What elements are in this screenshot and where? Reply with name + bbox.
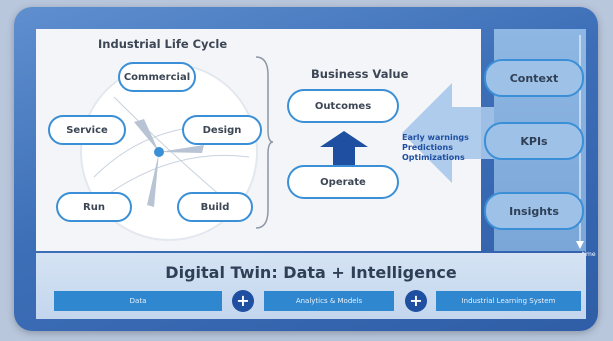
digital-twin-band: Digital Twin: Data + Intelligence Data +… (36, 253, 586, 319)
up-arrow-icon (320, 131, 368, 165)
insights-box: Insights (484, 192, 584, 230)
data-bar: Data (54, 291, 222, 311)
stage-service: Service (48, 115, 126, 145)
outcomes-label: Outcomes (314, 100, 372, 112)
context-box: Context (484, 59, 584, 97)
learning-system-bar: Industrial Learning System (436, 291, 581, 311)
bracket (255, 56, 274, 229)
signal-predictions: Predictions (402, 143, 453, 152)
context-label: Context (509, 71, 559, 85)
signal-optimizations: Optimizations (402, 153, 465, 162)
stage-label: Commercial (123, 71, 191, 83)
digital-twin-title: Digital Twin: Data + Intelligence (165, 263, 457, 282)
operate-box: Operate (287, 165, 399, 199)
business-value-title: Business Value (311, 67, 409, 81)
stage-label: Build (200, 201, 230, 213)
plus-icon: + (405, 290, 427, 312)
stage-commercial: Commercial (118, 62, 196, 92)
signals-list: Early warnings Predictions Optimizations (402, 133, 469, 163)
analytics-bar: Analytics & Models (264, 291, 394, 311)
stage-label: Service (66, 124, 108, 136)
plus-symbol: + (236, 291, 250, 310)
stage-build: Build (177, 192, 253, 222)
learning-system-label: Industrial Learning System (461, 297, 556, 305)
time-label: time (582, 251, 596, 258)
feedback-arrow (402, 83, 502, 183)
diagram-frame: Industrial Life Cycle Commercial Service… (14, 7, 598, 331)
stage-design: Design (182, 115, 262, 145)
stage-label: Design (202, 124, 242, 136)
outcomes-box: Outcomes (287, 89, 399, 123)
kpis-label: KPIs (520, 134, 548, 148)
stage-run: Run (56, 192, 132, 222)
kpis-box: KPIs (484, 122, 584, 160)
data-label: Data (129, 297, 147, 305)
plus-icon: + (232, 290, 254, 312)
operate-label: Operate (320, 176, 366, 188)
analytics-label: Analytics & Models (295, 297, 363, 305)
lifecycle-title: Industrial Life Cycle (98, 37, 228, 51)
insights-label: Insights (509, 204, 559, 218)
stage-label: Run (83, 201, 105, 213)
signal-early-warnings: Early warnings (402, 133, 469, 142)
plus-symbol: + (409, 291, 423, 310)
